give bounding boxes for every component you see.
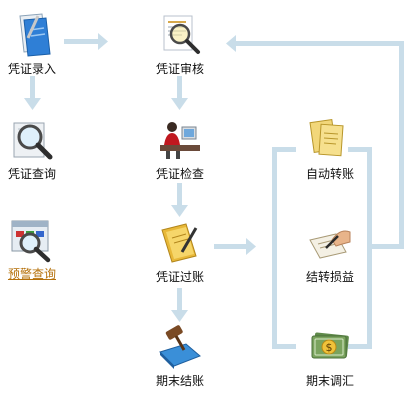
period-close-label: 期末结账	[155, 374, 204, 388]
node-voucher-entry[interactable]: 凭证录入	[0, 10, 72, 76]
node-voucher-query[interactable]: 凭证查询	[0, 115, 72, 181]
warning-query-link[interactable]: 预警查询	[7, 267, 56, 281]
document-magnifier-icon	[163, 15, 200, 54]
magnifier-icon	[13, 122, 53, 160]
node-voucher-review[interactable]: 凭证审核	[140, 10, 220, 76]
voucher-query-label: 凭证查询	[7, 167, 56, 181]
hand-writing-icon	[309, 230, 351, 259]
warning-magnifier-icon	[11, 220, 51, 263]
document-pen-icon	[19, 13, 51, 57]
pl-carry-forward-label: 结转损益	[305, 270, 354, 284]
svg-text:$: $	[326, 341, 333, 354]
auto-transfer-label: 自动转账	[305, 167, 354, 181]
person-at-desk-icon	[160, 122, 200, 159]
folder-pen-icon	[161, 223, 198, 263]
node-auto-transfer[interactable]: 自动转账	[290, 115, 370, 181]
node-period-fx-adjust[interactable]: $ 期末调汇	[290, 322, 370, 388]
node-period-close[interactable]: 期末结账	[140, 322, 220, 388]
voucher-check-label: 凭证检查	[155, 167, 204, 181]
node-voucher-posting[interactable]: 凭证过账	[140, 218, 220, 284]
node-voucher-check[interactable]: 凭证检查	[140, 115, 220, 181]
papers-icon	[309, 119, 344, 157]
gavel-icon	[159, 325, 201, 369]
node-warning-query[interactable]: 预警查询	[0, 215, 72, 281]
dollar-bill-icon: $	[311, 332, 349, 359]
voucher-posting-label: 凭证过账	[155, 270, 204, 284]
voucher-entry-label: 凭证录入	[7, 62, 56, 76]
voucher-review-label: 凭证审核	[155, 62, 204, 76]
node-pl-carry-forward[interactable]: 结转损益	[290, 218, 370, 284]
period-fx-adjust-label: 期末调汇	[305, 374, 354, 388]
